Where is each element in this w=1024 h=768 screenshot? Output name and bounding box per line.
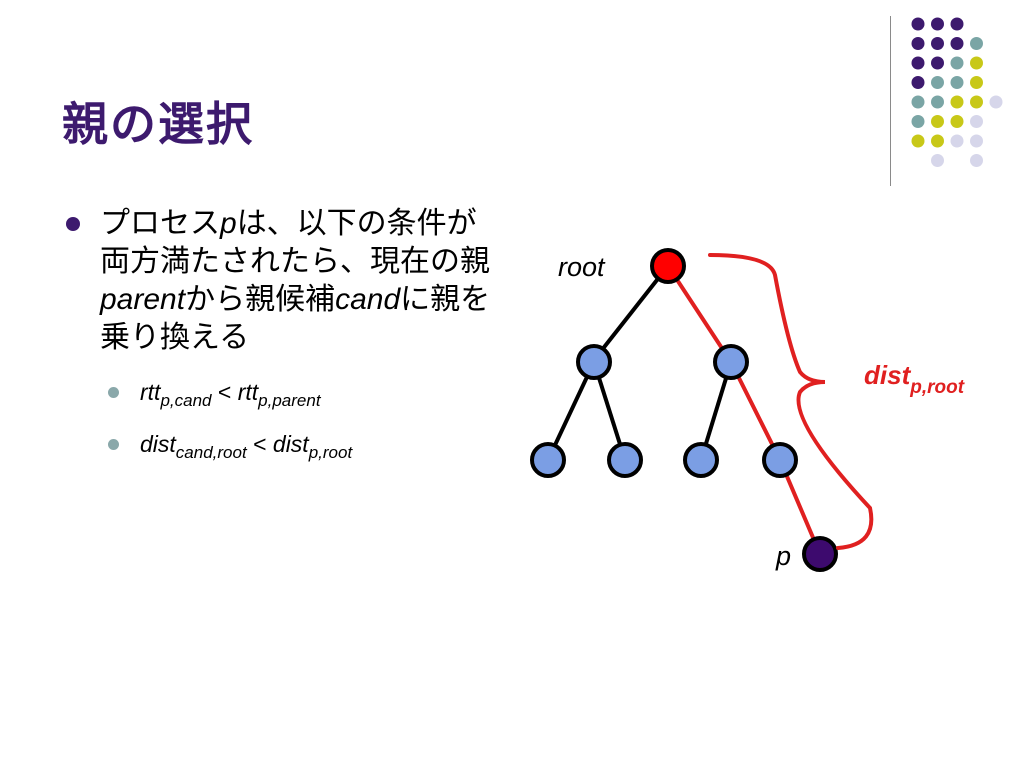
condition-lhs-sub: p,cand xyxy=(160,391,212,410)
decorative-dot xyxy=(970,115,983,128)
condition-rhs: dist xyxy=(272,431,309,457)
distance-brace xyxy=(708,253,874,550)
decorative-dot xyxy=(931,95,944,109)
tree-node xyxy=(576,344,612,380)
condition-lhs-sub: cand,root xyxy=(175,443,247,462)
condition-operator: < xyxy=(253,431,267,457)
tree-edge xyxy=(546,361,596,461)
distance-label: distp,root xyxy=(864,360,965,398)
bullet-list: プロセスpは、以下の条件が両方満たされたら、現在の親parentから親候補can… xyxy=(62,205,502,481)
main-bullet-text: プロセスpは、以下の条件が両方満たされたら、現在の親 parentから親候補can… xyxy=(100,206,490,355)
tree-node xyxy=(530,442,566,478)
tree-node xyxy=(713,344,749,380)
decorative-dot xyxy=(970,76,983,89)
decorative-dot xyxy=(950,37,964,50)
decorative-dot xyxy=(950,95,964,109)
slide-title: 親の選択 xyxy=(62,97,254,151)
condition-rtt: rttp,cand < rttp,parent xyxy=(62,377,502,410)
bullet-part: は、以下の条件が両方満たされたら、現在の親 xyxy=(100,206,490,279)
bullet-part: parent xyxy=(100,283,186,316)
decorative-dot xyxy=(931,154,944,167)
decorative-dot xyxy=(950,134,964,148)
decorative-dot xyxy=(931,115,944,128)
root-to-p-path xyxy=(666,264,822,555)
decorative-dot xyxy=(931,76,944,89)
decorative-dot xyxy=(911,95,925,109)
condition-lhs: dist xyxy=(140,431,176,457)
bullet-part: p xyxy=(220,207,237,240)
bullet-marker xyxy=(66,217,80,231)
sub-bullet-marker xyxy=(108,439,119,450)
root-node xyxy=(650,248,686,284)
decorative-dot xyxy=(911,56,925,70)
condition-operator: < xyxy=(217,379,232,405)
decorative-dot xyxy=(931,37,944,50)
decorative-dot xyxy=(911,76,925,89)
decorative-dot xyxy=(970,134,983,148)
decorative-dot xyxy=(970,56,983,70)
decorative-dot xyxy=(950,56,964,70)
condition-list: rttp,cand < rttp,parent distcand,root < … xyxy=(62,377,502,462)
decorative-dot xyxy=(950,17,964,31)
condition-rhs: rtt xyxy=(237,379,259,405)
decorative-dot-grid xyxy=(911,17,1003,167)
distance-label-main: dist xyxy=(864,360,912,390)
decorative-dot xyxy=(911,37,925,50)
condition-rhs-sub: p,parent xyxy=(258,391,321,410)
decorative-divider xyxy=(890,16,891,186)
decorative-dot xyxy=(931,17,944,31)
root-label: root xyxy=(558,252,606,282)
bullet-part: プロセス xyxy=(100,206,220,241)
decorative-dot xyxy=(911,17,925,31)
sub-bullet-marker xyxy=(108,387,119,398)
decorative-dot xyxy=(931,56,944,70)
decorative-dot xyxy=(970,95,983,109)
p-node xyxy=(802,536,838,572)
tree-node xyxy=(607,442,643,478)
distance-label-sub: p,root xyxy=(909,377,964,398)
tree-node xyxy=(683,442,719,478)
bullet-part: に親を乗り換える xyxy=(100,282,491,355)
tree-node xyxy=(762,442,798,478)
condition-rhs-sub: p,root xyxy=(308,443,353,462)
decorative-dot xyxy=(911,134,925,148)
decorative-dot xyxy=(950,115,964,128)
bullet-part: から親候補 xyxy=(185,282,336,317)
p-label: p xyxy=(775,541,791,571)
condition-dist: distcand,root < distp,root xyxy=(62,429,502,462)
tree-edge xyxy=(592,264,670,362)
decorative-dot xyxy=(989,95,1003,109)
decorative-dot xyxy=(911,115,925,128)
decorative-dot xyxy=(970,154,983,167)
decorative-dot xyxy=(931,134,944,148)
decorative-dot xyxy=(950,76,964,89)
decorative-dot xyxy=(970,37,983,50)
bullet-part: cand xyxy=(335,283,401,316)
main-bullet: プロセスpは、以下の条件が両方満たされたら、現在の親 parentから親候補can… xyxy=(62,205,502,357)
condition-lhs: rtt xyxy=(140,379,161,405)
